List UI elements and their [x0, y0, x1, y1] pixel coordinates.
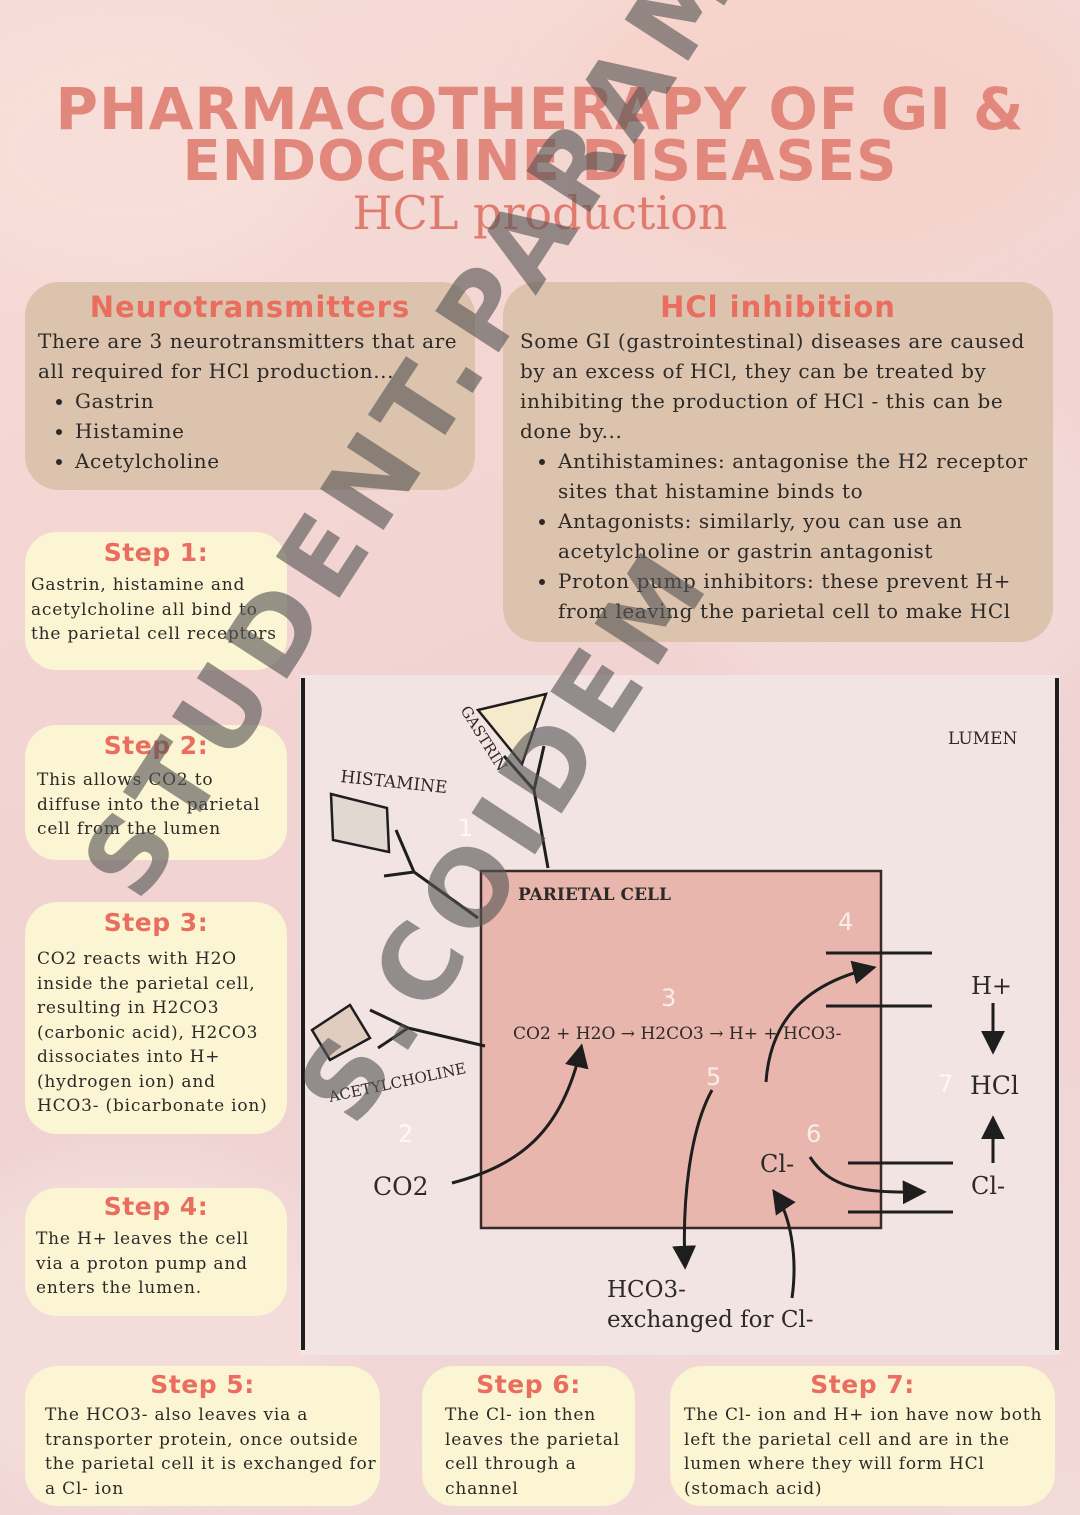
acetylcholine-receptor-arm [369, 1008, 409, 1030]
step-4-heading: Step 4: [103, 1192, 209, 1221]
acetylcholine-receptor-arm [377, 1026, 409, 1050]
hcl-label: HCl [970, 1071, 1019, 1100]
page-title-line-2: ENDOCRINE DISEASES [182, 129, 898, 194]
list-item: Proton pump inhibitors: these prevent H+… [558, 566, 1053, 626]
step-3-heading: Step 3: [103, 908, 209, 937]
diagram-step-number-2: 2 [398, 1120, 413, 1148]
step-5-heading: Step 5: [150, 1370, 255, 1399]
co2-arrow [451, 1043, 589, 1185]
h-plus-label: H+ [971, 972, 1012, 1000]
step-3-card: Step 3: CO2 reacts with H2O inside the p… [25, 902, 287, 1134]
list-item: Antihistamines: antagonise the H2 recept… [558, 446, 1053, 506]
parietal-cell-box [479, 869, 883, 1230]
hco3-label: HCO3- [607, 1277, 686, 1303]
gastrin-receptor-stem [532, 789, 550, 869]
histamine-label: HISTAMINE [339, 767, 448, 798]
histamine-receptor-stem [413, 870, 479, 920]
acetylcholine-receptor-stem [407, 1026, 486, 1048]
gastrin-receptor-arm [532, 745, 546, 791]
diagram-step-number-5: 5 [706, 1063, 721, 1091]
diagram-step-number-1: 1 [458, 814, 473, 842]
step-2-card: Step 2: This allows CO2 to diffuse into … [25, 725, 287, 860]
step-6-heading: Step 6: [476, 1370, 581, 1399]
step-6-text: The Cl- ion then leaves the parietal cel… [445, 1405, 620, 1499]
diagram-step-number-3: 3 [661, 984, 676, 1012]
step-1-heading: Step 1: [103, 538, 209, 567]
step-7-heading: Step 7: [810, 1370, 915, 1399]
hcl-inhibition-panel: HCl inhibition Some GI (gastrointestinal… [503, 282, 1053, 642]
step-5-card: Step 5: The HCO3- also leaves via a tran… [25, 1366, 380, 1506]
neurotransmitters-heading: Neurotransmitters [89, 290, 411, 324]
step-6-card: Step 6: The Cl- ion then leaves the pari… [422, 1366, 635, 1506]
cl-inside-label: Cl- [760, 1150, 794, 1178]
hcl-inhibition-list: Antihistamines: antagonise the H2 recept… [503, 446, 1053, 626]
h-plus-arrow [764, 960, 877, 1083]
acetylcholine-shape-icon [310, 1003, 372, 1062]
step-2-text: This allows CO2 to diffuse into the pari… [37, 770, 261, 839]
list-item: Gastrin [75, 386, 475, 416]
list-item: Antagonists: similarly, you can use an a… [558, 506, 1053, 566]
step-4-card: Step 4: The H+ leaves the cell via a pro… [25, 1188, 287, 1316]
step-1-card: Step 1: Gastrin, histamine and acetylcho… [25, 532, 287, 670]
step-2-heading: Step 2: [103, 731, 209, 760]
hcl-inhibition-intro: Some GI (gastrointestinal) diseases are … [520, 329, 1025, 443]
histamine-receptor-arm [394, 829, 416, 873]
step-7-card: Step 7: The Cl- ion and H+ ion have now … [670, 1366, 1055, 1506]
cl-in-arrow [772, 1189, 796, 1299]
diagram-step-number-7: 7 [938, 1070, 953, 1098]
hcl-inhibition-heading: HCl inhibition [660, 290, 896, 324]
diagram-step-number-6: 6 [806, 1120, 821, 1148]
step-4-text: The H+ leaves the cell via a proton pump… [36, 1229, 249, 1298]
list-item: Acetylcholine [75, 446, 475, 476]
histamine-receptor-arm [383, 870, 415, 878]
histamine-diamond-icon [329, 792, 391, 854]
step-7-text: The Cl- ion and H+ ion have now both lef… [684, 1405, 1043, 1499]
gastrin-receptor-arm [502, 755, 536, 791]
page-subtitle: HCL production [352, 186, 728, 240]
step-3-text: CO2 reacts with H2O inside the parietal … [37, 949, 268, 1116]
lumen-label: LUMEN [948, 729, 1018, 749]
gastrin-triangle-icon [475, 692, 548, 767]
cl-outside-label: Cl- [971, 1172, 1005, 1200]
parietal-cell-label: PARIETAL CELL [518, 885, 671, 905]
list-item: Histamine [75, 416, 475, 446]
acetylcholine-label: ACETYLCHOLINE [326, 1059, 468, 1106]
neurotransmitters-intro: There are 3 neurotransmitters that are a… [38, 329, 458, 383]
step-1-text: Gastrin, histamine and acetylcholine all… [31, 575, 277, 644]
neurotransmitters-list: Gastrin Histamine Acetylcholine [25, 386, 475, 476]
diagram-step-number-4: 4 [838, 908, 853, 936]
hco3-out-arrow [672, 1089, 714, 1270]
reaction-equation: CO2 + H2O → H2CO3 → H+ + HCO3- [513, 1024, 841, 1044]
step-5-text: The HCO3- also leaves via a transporter … [45, 1405, 377, 1499]
neurotransmitters-panel: Neurotransmitters There are 3 neurotrans… [25, 282, 475, 490]
hco3-exchange-label: exchanged for Cl- [607, 1307, 814, 1333]
co2-label: CO2 [373, 1172, 429, 1201]
cl-channel-arrow [808, 1156, 927, 1205]
page-title-line-1: PHARMACOTHERAPY OF GI & [55, 75, 1025, 143]
